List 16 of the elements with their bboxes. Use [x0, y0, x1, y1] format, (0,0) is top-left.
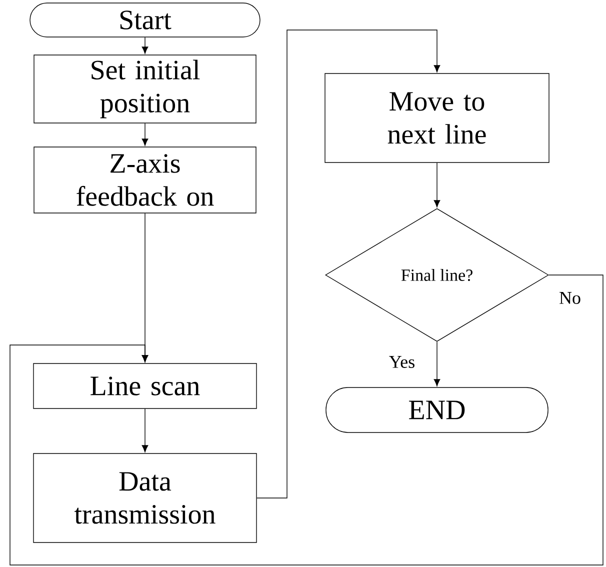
arrow — [434, 162, 440, 208]
arrow — [256, 30, 440, 498]
process-box: Set initial position — [34, 54, 256, 124]
start-terminal: Start — [30, 2, 260, 38]
process-box: Line scan — [33, 363, 257, 409]
process-box: Move to next line — [324, 73, 550, 163]
edge-label: Yes — [388, 355, 416, 369]
arrow — [142, 123, 148, 146]
arrow — [10, 274, 604, 566]
arrow — [142, 37, 148, 54]
end-terminal: END — [326, 387, 548, 433]
process-box: Z-axis feedback on — [34, 146, 256, 214]
arrow — [434, 342, 440, 386]
arrow — [142, 408, 148, 452]
edge-label: No — [558, 291, 582, 305]
process-box: Data transmission — [33, 453, 257, 543]
